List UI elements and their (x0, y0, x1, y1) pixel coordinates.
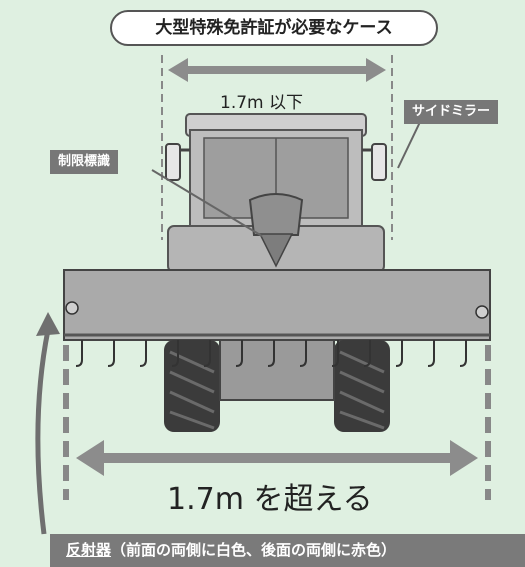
tine (139, 340, 147, 367)
right-reflector (475, 305, 489, 319)
chassis (219, 339, 335, 401)
tine (299, 340, 307, 367)
tine (107, 340, 115, 367)
sign-leader (151, 169, 263, 237)
side-mirror-label: サイドミラー (404, 100, 499, 124)
tine (395, 340, 403, 367)
header-bar (63, 269, 491, 341)
left-reflector (65, 301, 79, 315)
limit-sign-label: 制限標識 (50, 150, 119, 174)
mirror-leader (397, 121, 421, 169)
tine (171, 340, 179, 367)
top-dimension-label: 1.7m 以下 (220, 93, 303, 113)
tine (459, 340, 467, 367)
bottom-dimension-label: 1.7m を超える (167, 482, 373, 517)
tine (363, 340, 371, 367)
right-mirror (362, 143, 387, 181)
limit-sign (258, 233, 294, 268)
reflector-caption: 反射器（前面の両側に白色、後面の両側に赤色） (50, 534, 525, 567)
header-tines (75, 340, 467, 367)
tine (235, 340, 243, 367)
tine (427, 340, 435, 367)
reflector-pointer (35, 329, 51, 535)
bottom-dimension-arrow (76, 440, 478, 476)
center-hopper (248, 193, 304, 236)
caption-term: 反射器 (66, 541, 112, 559)
left-mirror (165, 143, 190, 181)
top-dimension-arrow (168, 58, 386, 82)
tine (75, 340, 83, 367)
tine (203, 340, 211, 367)
caption-detail: （前面の両側に白色、後面の両側に赤色） (111, 541, 397, 559)
page-title: 大型特殊免許証が必要なケース (110, 10, 438, 46)
tine (267, 340, 275, 367)
tine (331, 340, 339, 367)
